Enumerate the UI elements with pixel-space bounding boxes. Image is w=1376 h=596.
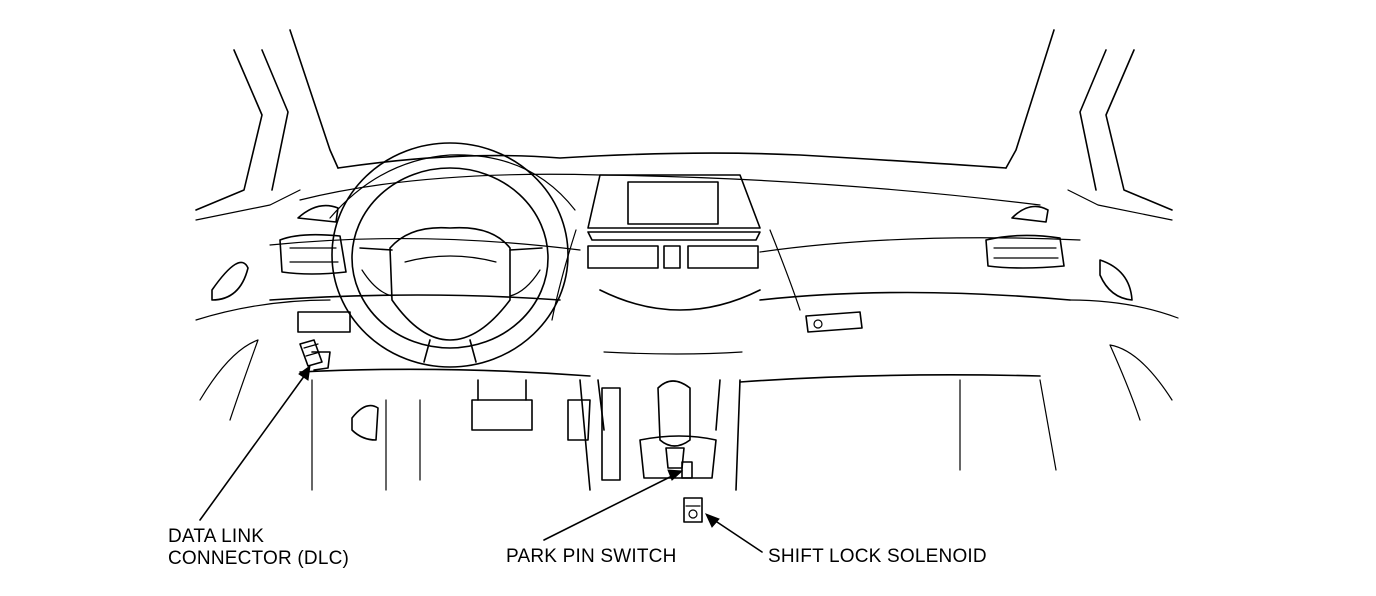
left-a-pillar — [195, 29, 339, 221]
floor-area — [311, 379, 1057, 491]
brake-pedal — [471, 399, 533, 431]
shift-lock-solenoid — [683, 497, 703, 523]
dash-bottom-edge — [299, 368, 1041, 383]
center-stack — [551, 174, 801, 321]
left-door-speaker — [211, 261, 249, 301]
right-upper-vent — [1011, 205, 1049, 223]
park-pin-leader-line — [543, 469, 684, 541]
right-a-pillar — [1005, 29, 1173, 221]
data-link-connector — [299, 339, 331, 371]
dlc-leader-line — [199, 364, 311, 521]
center-console — [579, 289, 761, 491]
shift-lock-leader-line — [705, 513, 763, 553]
glovebox-latch — [805, 311, 863, 333]
right-door-speaker — [1099, 259, 1133, 301]
accelerator-pedal — [567, 399, 591, 441]
dlc-label-line-2: CONNECTOR (DLC) — [168, 548, 350, 569]
left-upper-vent — [297, 204, 339, 223]
dlc-label-line-1: DATA LINK — [168, 526, 265, 547]
dashboard-top-edge — [337, 152, 1007, 169]
park-pin-switch — [681, 461, 693, 479]
right-side-vent — [985, 234, 1065, 269]
steering-wheel — [329, 142, 576, 368]
shift-lock-solenoid-label: SHIFT LOCK SOLENOID — [768, 546, 987, 567]
dlc-label: DATA LINK CONNECTOR (DLC) — [168, 526, 349, 570]
right-door-trim — [1069, 299, 1179, 421]
left-door-trim — [195, 299, 331, 421]
park-pin-switch-label: PARK PIN SWITCH — [506, 546, 677, 567]
left-side-vent — [279, 233, 347, 275]
left-knee-panel — [297, 311, 351, 333]
lower-dash-line — [269, 291, 1071, 301]
dashboard-mid-line — [269, 237, 1081, 253]
dashboard-upper-line — [299, 173, 1041, 206]
